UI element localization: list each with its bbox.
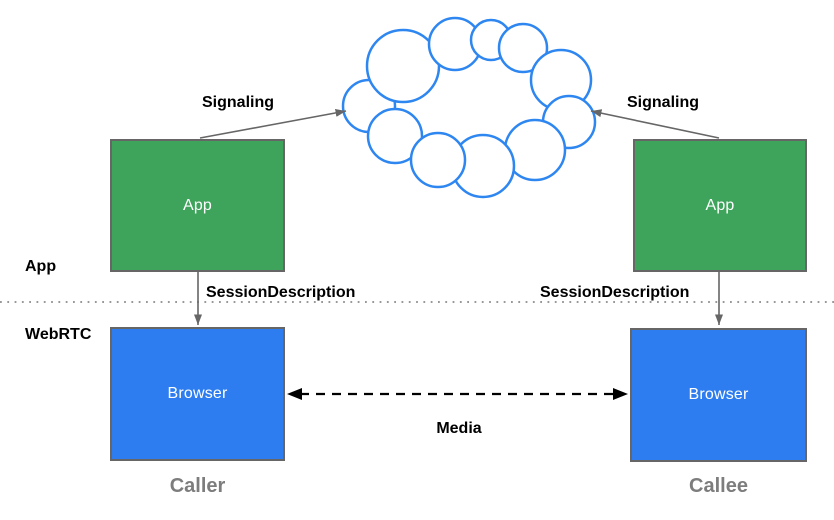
signaling-label-left: Signaling (202, 94, 274, 111)
media-arrow (287, 388, 628, 400)
app-layer-label: App (25, 258, 57, 275)
caller-browser-label: Browser (167, 385, 228, 402)
webrtc-layer-label: WebRTC (25, 326, 92, 343)
callee-caption: Callee (689, 475, 748, 497)
caller-app-box: App (110, 139, 285, 272)
session-description-label-left: SessionDescription (206, 284, 356, 301)
caller-caption: Caller (169, 475, 226, 497)
signaling-arrow-left (199, 108, 347, 139)
cloud-icon (341, 16, 597, 199)
callee-browser-box: Browser (630, 328, 807, 462)
session-description-label-right: SessionDescription (540, 284, 690, 301)
signaling-arrow-right (590, 109, 720, 139)
caller-browser-box: Browser (110, 327, 285, 461)
callee-app-label: App (705, 196, 735, 214)
media-label: Media (436, 420, 482, 437)
caller-app-label: App (182, 196, 213, 214)
callee-app-box: App (633, 139, 807, 272)
callee-browser-label: Browser (688, 386, 749, 403)
signaling-label-right: Signaling (627, 94, 699, 111)
